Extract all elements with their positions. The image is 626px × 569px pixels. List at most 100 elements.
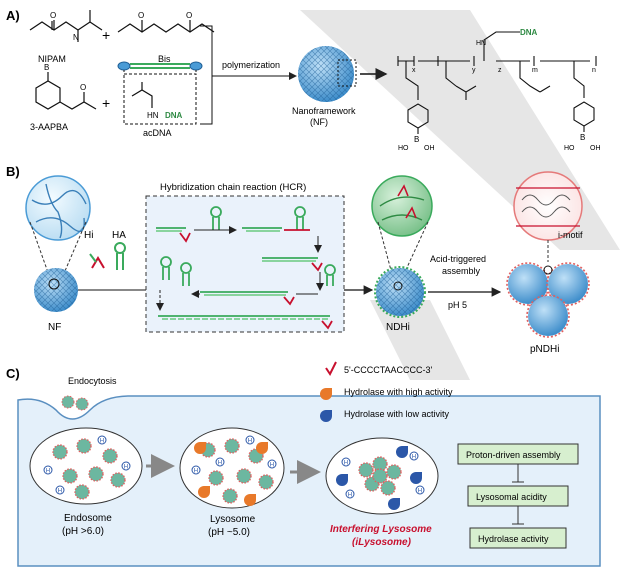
hi-hairpin-icon [89,253,105,269]
ndhi-label: NDHi [386,322,410,333]
flow-box-3 [469,527,567,549]
plus-sign-1: + [102,27,110,43]
lysosome-particle [236,468,252,484]
hi-label: Hi [84,230,93,241]
lysosome-particle [208,470,224,486]
ilysosome-proton: H [345,489,355,499]
lysosome-proton: H [267,459,277,469]
flow-text-2: Lysosomal acidity [476,492,547,502]
lysosome-particle [222,488,238,504]
panel-c-letter: C) [6,366,20,381]
aapba-o: O [80,83,86,92]
nf-magnified-view [25,175,91,279]
polymer-sub-x: x [412,67,416,74]
legend-low: Hydrolase with low activity [344,409,450,419]
plus-sign-2: + [102,95,110,111]
ilysosome-proton: H [341,457,351,467]
ilysosome-particle [372,456,388,472]
bis-label: Bis [158,54,171,64]
hydrolase-high-icon [194,442,206,454]
flow-chart: Proton-driven assembly Lysosomal acidity… [457,443,579,549]
legend-high: Hydrolase with high activity [344,387,453,397]
hydrolase-high-icon [244,494,256,506]
nipam-n: N [73,33,79,42]
endosome-particle [88,466,104,482]
proton-label: H [270,463,274,469]
endosome-particle [76,438,92,454]
proton-label: H [124,465,128,471]
bis-structure [117,20,215,33]
proton-label: H [348,493,352,499]
acdna-label: acDNA [143,128,172,138]
endosome-ph: (pH >6.0) [62,526,104,537]
pndhi-cluster [506,262,590,338]
polymer-dna: DNA [520,28,538,37]
lysosome-proton: H [245,435,255,445]
endosome-proton: H [97,435,107,445]
hydrolase-low-icon [396,446,408,458]
nf-sphere-b [34,268,78,312]
polymer-b-left: B [414,135,419,144]
endosome-particle [52,444,68,460]
endocytosis-label: Endocytosis [68,376,117,386]
hcr-box [145,195,345,333]
lysosome-particle [258,474,274,490]
polymer-ho-right: HO [564,145,575,152]
endosome-particle [102,448,118,464]
polymer-sub-z: z [498,67,502,74]
endosome-proton: H [121,461,131,471]
hydrolase-low-icon [410,472,422,484]
endocytosis-particles [61,395,89,411]
proton-label: H [412,455,416,461]
ilysosome-particle [380,480,396,496]
nipam-o: O [50,11,56,20]
proton-label: H [418,489,422,495]
proton-label: H [194,469,198,475]
proton-label: H [100,439,104,445]
imotif-magnified-view [513,171,583,262]
proton-label: H [218,461,222,467]
bis-o-left: O [138,11,144,20]
polymer-sub-m: m [532,67,538,74]
polymer-structure [397,31,597,134]
proton-label: H [46,469,50,475]
pndhi-label: pNDHi [530,344,559,355]
legend-low-icon [320,410,332,422]
ndhi-sphere [374,266,426,318]
ilysosome-label-2: (iLysosome) [352,537,412,548]
lysosome-ph: (pH ~5.0) [208,527,250,538]
endosome-particle [62,468,78,484]
polymer-hn: HN [476,40,486,47]
endosome-particle [110,472,126,488]
polymerization-bracket [200,25,297,125]
aapba-b: B [44,63,49,72]
ilysosome-label-1: Interfering Lysosome [330,524,432,535]
lysosome-proton: H [215,457,225,467]
polymer-sub-y: y [472,67,476,74]
panel-b-letter: B) [6,164,20,179]
endosome-proton: H [43,465,53,475]
imotif-label: i-motif [558,230,583,240]
ilysosome-proton: H [415,485,425,495]
ilysosome-proton: H [409,451,419,461]
endosome-particle [74,484,90,500]
nanoframework-sphere [298,46,357,102]
hydrolase-high-icon [198,486,210,498]
acid-label-1: Acid-triggered [430,254,486,264]
lysosome-particle [224,438,240,454]
proton-label: H [344,461,348,467]
acid-label-2: assembly [442,266,481,276]
ilysosome-particle [386,464,402,480]
ph5-label: pH 5 [448,300,467,310]
polymer-b-right: B [580,133,585,142]
aapba-structure [35,72,97,110]
polymer-sub-n: n [592,67,596,74]
lysosome-proton: H [191,465,201,475]
flow-text-1: Proton-driven assembly [466,450,561,460]
polymer-oh-right: OH [590,145,601,152]
hydrolase-high-icon [256,442,268,454]
acdna-hn: HN [147,111,159,120]
legend-seq-icon [325,361,337,376]
acdna-dna: DNA [165,111,183,120]
